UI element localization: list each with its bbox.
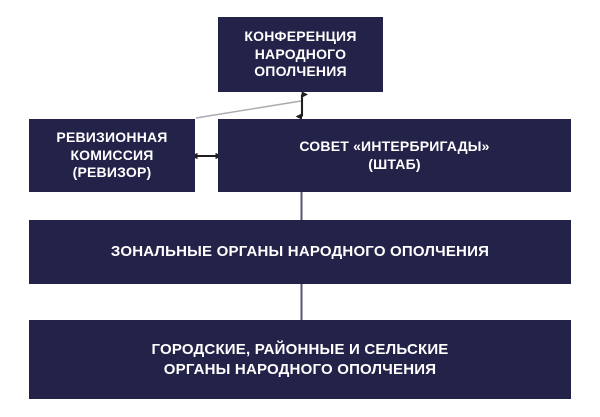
node-local-bodies: ГОРОДСКИЕ, РАЙОННЫЕ И СЕЛЬСКИЕ ОРГАНЫ НА…	[29, 320, 571, 399]
node-audit-commission: РЕВИЗИОННАЯ КОМИССИЯ (РЕВИЗОР)	[29, 119, 195, 192]
node-zonal-bodies-label: ЗОНАЛЬНЫЕ ОРГАНЫ НАРОДНОГО ОПОЛЧЕНИЯ	[110, 243, 490, 261]
node-local-bodies-label: ГОРОДСКИЕ, РАЙОННЫЕ И СЕЛЬСКИЕ ОРГАНЫ НА…	[151, 341, 449, 378]
node-conference: КОНФЕРЕНЦИЯ НАРОДНОГО ОПОЛЧЕНИЯ	[218, 17, 383, 92]
node-council-headquarters: СОВЕТ «ИНТЕРБРИГАДЫ» (ШТАБ)	[218, 119, 571, 192]
node-conference-label: КОНФЕРЕНЦИЯ НАРОДНОГО ОПОЛЧЕНИЯ	[244, 27, 357, 80]
node-audit-commission-label: РЕВИЗИОННАЯ КОМИССИЯ (РЕВИЗОР)	[56, 128, 168, 181]
connector-conference-audit	[195, 100, 302, 119]
node-zonal-bodies: ЗОНАЛЬНЫЕ ОРГАНЫ НАРОДНОГО ОПОЛЧЕНИЯ	[29, 220, 571, 284]
node-council-headquarters-label: СОВЕТ «ИНТЕРБРИГАДЫ» (ШТАБ)	[299, 137, 490, 172]
